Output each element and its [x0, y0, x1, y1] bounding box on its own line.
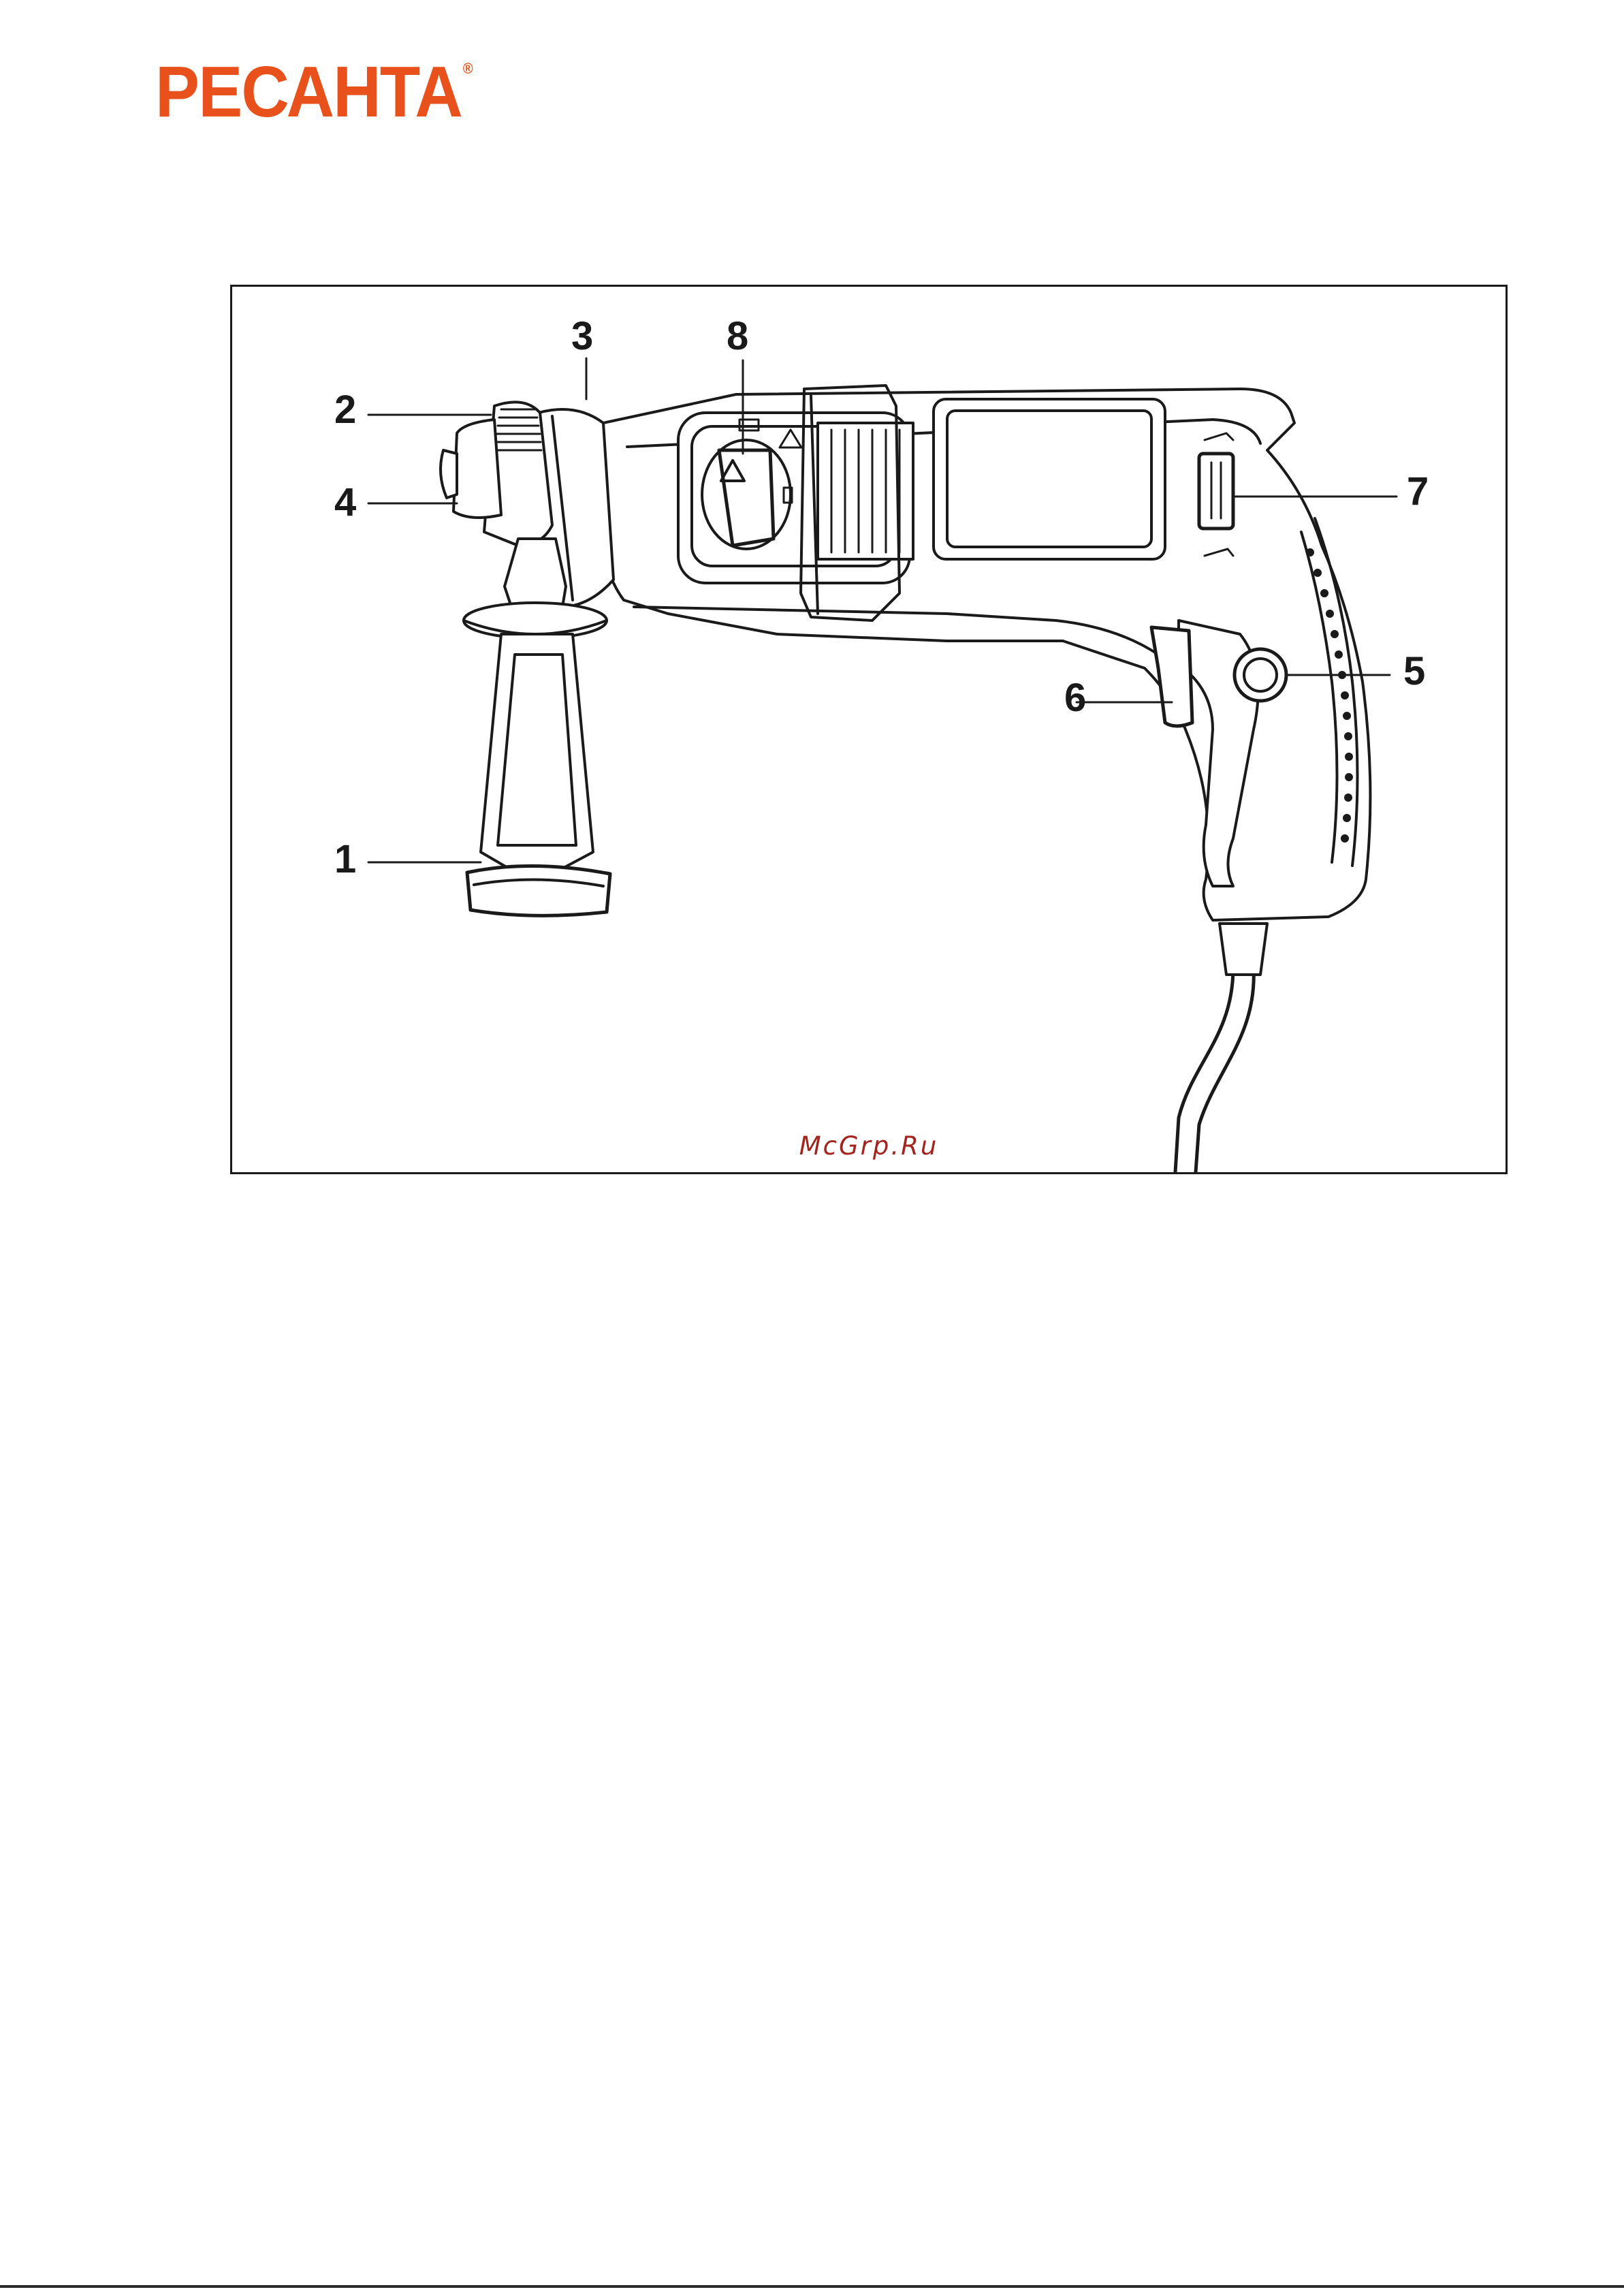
callout-6: 6 [1064, 678, 1086, 718]
side-handle-end-cap [467, 866, 610, 915]
rotary-hammer-drawing [232, 287, 1506, 1172]
callout-8: 8 [727, 317, 748, 356]
callout-5: 5 [1403, 652, 1425, 691]
callout-4: 4 [334, 483, 356, 522]
callout-1: 1 [334, 840, 356, 879]
rotary-hammer-figure: 1 2 3 4 5 6 7 8 McGrp.Ru [230, 285, 1508, 1174]
reverse-switch [1199, 454, 1233, 529]
side-panel [934, 399, 1165, 559]
watermark: McGrp.Ru [232, 1131, 1506, 1161]
registered-mark: ® [463, 60, 472, 77]
callout-3: 3 [571, 317, 593, 356]
callout-2: 2 [334, 390, 356, 430]
callout-7: 7 [1407, 472, 1429, 512]
logo-text: РЕСАНТА [155, 52, 462, 132]
resanta-logo: РЕСАНТА® [155, 56, 472, 128]
lock-button [1235, 649, 1286, 701]
bottom-rule [0, 2285, 1624, 2288]
dust-cover [453, 420, 501, 518]
